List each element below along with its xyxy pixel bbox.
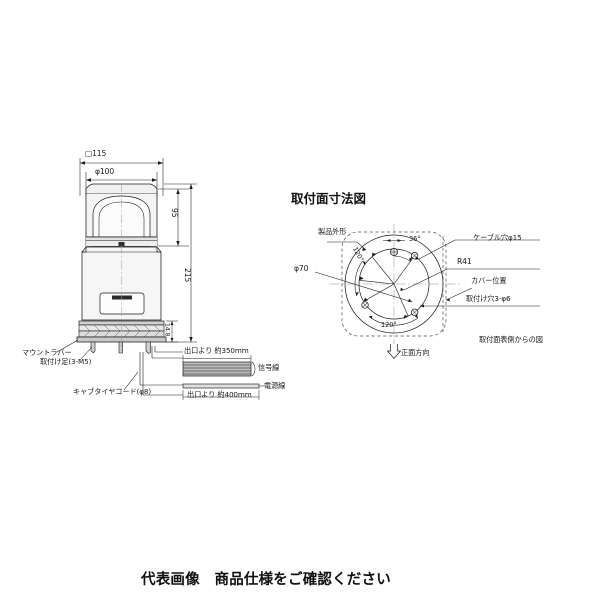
dim-square-115	[79, 158, 164, 196]
label-angle-120-bottom: 120°	[381, 321, 397, 329]
page-caption: 代表画像 商品仕様をご確認ください	[141, 572, 391, 588]
dim-label-height-95: 95	[169, 208, 179, 218]
power-cable	[182, 383, 260, 389]
label-radius-r41: R41	[457, 257, 472, 266]
label-power-name: 電源線	[264, 381, 286, 390]
pitch-circle-phi70	[358, 248, 430, 320]
label-front-direction: 正面方向	[401, 348, 430, 357]
label-signal-name: 信号線	[258, 363, 280, 372]
top-axis-arrows	[386, 239, 402, 242]
dim-350	[182, 355, 252, 362]
dim-label-base-148: 14.8	[163, 323, 171, 337]
mounting-feet-studs	[90, 341, 151, 354]
label-angle-36: 36°	[409, 235, 421, 243]
radial-lines	[359, 255, 415, 317]
callout-cabtyre-cord: キャブタイヤコード(φ8)	[73, 387, 152, 396]
dim-label-dome-100: φ100	[95, 167, 115, 176]
dim-height-215	[164, 183, 197, 343]
dim-height-95	[158, 188, 189, 247]
dim-dome-100	[85, 172, 158, 196]
dim-label-height-215: 215	[182, 268, 192, 283]
callout-leaders	[56, 339, 139, 391]
front-direction-arrow	[386, 344, 402, 360]
label-cover-position: カバー位置	[471, 276, 507, 285]
dim-base-148	[166, 320, 178, 343]
callout-mount-rubber: マウントラバー	[22, 348, 72, 357]
angle-arc-120-left	[354, 260, 363, 297]
signal-cable	[182, 361, 252, 377]
label-cable-hole: ケーブル穴φ15	[473, 233, 522, 242]
angle-arc-36	[393, 255, 411, 262]
callout-mounting-feet: 取付け足(3-M5)	[40, 357, 92, 366]
cable-hole-phi15	[390, 248, 398, 256]
cable-routing	[139, 346, 183, 396]
label-power-length: 出口より 約400mm	[187, 390, 252, 399]
dim-400	[182, 390, 260, 400]
mounting-holes-3-phi6	[361, 252, 419, 316]
mount-view-footer: 取付面表側からの図	[479, 335, 543, 344]
nameplate	[99, 292, 145, 315]
mount-view-title: 取付面寸法図	[291, 191, 367, 206]
label-pitch-diameter: φ70	[294, 264, 309, 273]
label-product-outline: 製品外形	[318, 227, 347, 236]
label-angle-120-left: 120°	[350, 245, 366, 263]
label-signal-length: 出口より 約350mm	[184, 346, 249, 355]
label-mounting-holes: 取付け穴3-φ6	[466, 294, 511, 303]
dome-center-marker	[118, 242, 125, 246]
front-view-drawing	[56, 158, 265, 400]
radial-arrowheads	[359, 252, 415, 319]
nameplate-logo	[112, 295, 132, 300]
dim-label-square-115: □115	[85, 149, 107, 158]
